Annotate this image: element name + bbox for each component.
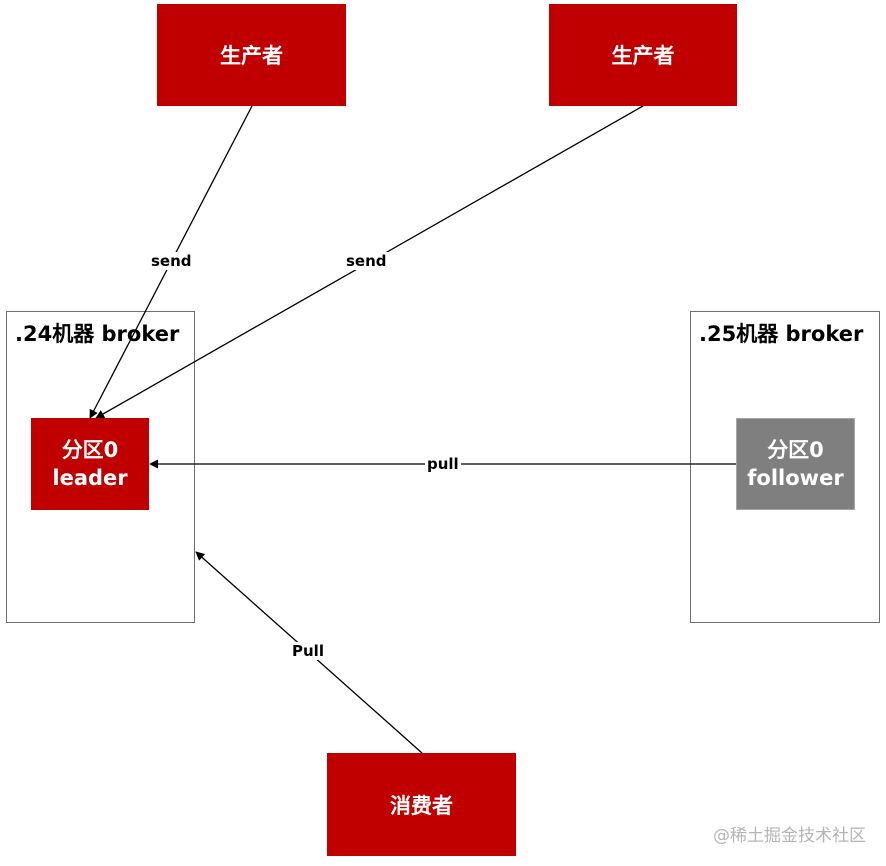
producer-2-label: 生产者 [611,44,675,68]
producer-1-label: 生产者 [220,44,283,68]
producer-box-1: 生产者 [157,4,346,106]
edge-label-send-1: send [149,252,194,270]
partition-leader-box: 分区0 leader [31,418,149,510]
partition-follower-line2: follower [747,466,844,490]
partition-follower-box: 分区0 follower [736,418,855,510]
partition-follower-line1: 分区0 [767,438,824,462]
partition-leader-line2: leader [52,466,128,490]
consumer-box: 消费者 [327,753,516,856]
edge-label-consumer-pull: Pull [290,642,326,660]
broker-24-title: .24机器 broker [15,322,180,346]
edge-label-send-2: send [344,252,389,270]
watermark-text: @稀土掘金技术社区 [713,826,866,846]
partition-leader-line1: 分区0 [61,438,119,462]
edge-label-replica-pull: pull [425,455,461,473]
broker-25-title: .25机器 broker [699,322,864,346]
consumer-label: 消费者 [390,793,453,818]
producer-box-2: 生产者 [549,4,737,106]
